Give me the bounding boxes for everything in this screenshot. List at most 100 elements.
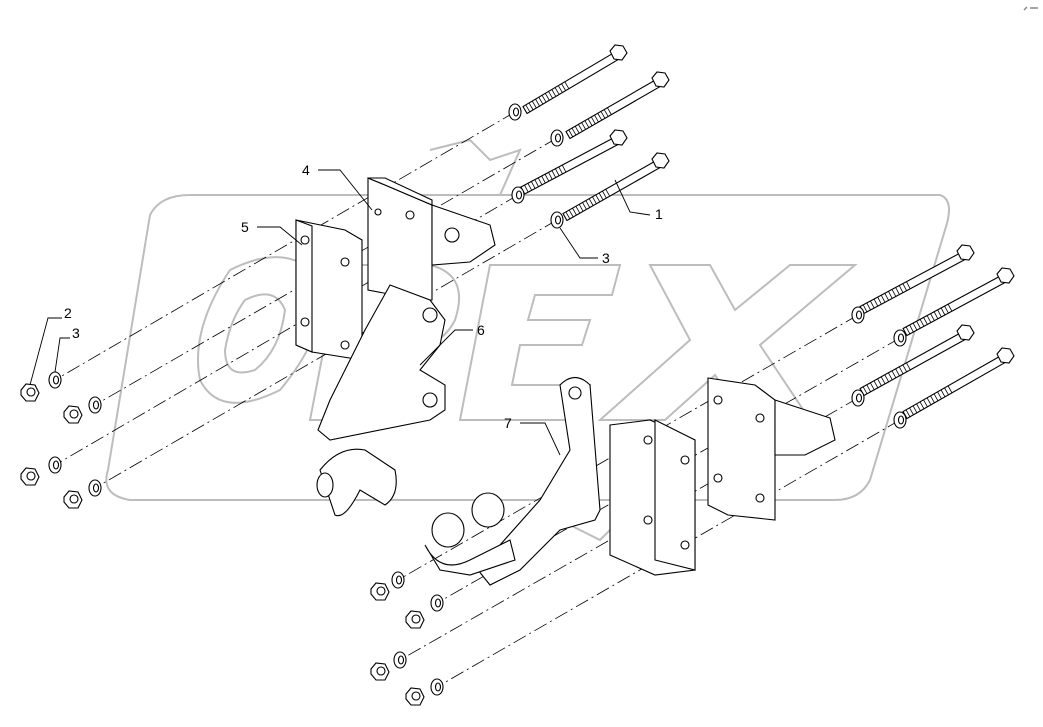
washer-hole [395, 575, 403, 585]
bolt-thread [895, 287, 900, 295]
bolt-thread [590, 116, 596, 125]
bolt-thread [554, 87, 560, 95]
washer-hole [515, 190, 523, 200]
bolt-thread [578, 124, 583, 132]
washer-hole [512, 107, 520, 117]
washer-hole [897, 333, 905, 343]
washer-hole [52, 460, 60, 470]
callouts: 1 3 4 5 6 7 2 3 [29, 162, 663, 456]
bolt-thread [902, 283, 907, 291]
callout-7: 7 [504, 415, 512, 431]
bolt-thread [544, 93, 550, 101]
callout-1: 1 [655, 206, 663, 222]
bolt-thread [561, 164, 567, 173]
nut-hole [26, 387, 36, 397]
bolt-thread [541, 175, 546, 184]
bolt-thread [909, 407, 914, 415]
bolt-thread [930, 395, 935, 403]
callout-4: 4 [302, 162, 310, 178]
nut-hole [411, 691, 421, 701]
washer [893, 329, 907, 347]
bolt-thread [537, 177, 543, 186]
bolt-thread [548, 91, 553, 99]
bolt-thread [898, 366, 904, 375]
washer [851, 306, 865, 324]
bolt-thread [594, 114, 599, 123]
bolt-thread [877, 378, 882, 387]
washer-hole [434, 682, 442, 692]
bolt-thread [926, 315, 932, 323]
washer [893, 411, 907, 429]
callout-3b: 3 [72, 325, 80, 341]
washer [511, 186, 525, 204]
bolt-shank [562, 158, 663, 222]
bolt-thread [535, 98, 540, 107]
bolt-thread [919, 401, 925, 409]
nut [20, 383, 40, 402]
bolt-thread [888, 372, 893, 381]
bolt-thread [919, 319, 925, 327]
bolt-thread [528, 102, 534, 111]
bolt-thread [898, 285, 904, 293]
bolt-thread [555, 168, 560, 176]
bolt-thread [557, 85, 563, 93]
bolt-head [651, 71, 670, 88]
bolt-thread [906, 362, 911, 371]
washer [88, 396, 102, 414]
washer-hole [397, 655, 405, 665]
bracket-6 [316, 284, 446, 517]
callout-5: 5 [241, 219, 249, 235]
bolt-thread [568, 209, 574, 218]
washer-hole [554, 133, 562, 143]
bolt-thread [933, 311, 939, 319]
bolt-thread [947, 303, 953, 312]
bolt-thread [902, 364, 908, 373]
bolt-thread [944, 305, 949, 314]
bolt-thread [541, 95, 547, 103]
bolt-thread [595, 194, 601, 203]
bolt-thread [592, 196, 597, 204]
bolt-thread [905, 409, 911, 417]
bolt-thread [870, 382, 875, 390]
bolt-head [609, 44, 628, 61]
washer-hole [554, 215, 562, 225]
nut-hole [411, 614, 421, 624]
washer [48, 371, 62, 389]
bolt-head [651, 152, 670, 169]
washer [430, 594, 444, 612]
bolt-thread [575, 206, 581, 214]
bolt-head [996, 267, 1015, 284]
bolt-thread [578, 204, 584, 212]
bolt-head [956, 324, 975, 341]
washer [550, 211, 564, 229]
center-line [54, 111, 516, 381]
bolt-thread [923, 399, 928, 407]
bolt-thread [534, 179, 539, 187]
bolt-thread [602, 190, 607, 199]
bolt-thread [574, 126, 580, 134]
right-plates [609, 377, 836, 576]
bolt-thread [598, 192, 604, 201]
bolt-thread [916, 403, 921, 411]
bolt-thread [564, 81, 570, 89]
bolt-thread [923, 317, 928, 325]
washer-hole [92, 483, 100, 493]
bolt-thread [906, 281, 911, 289]
bolt-thread [568, 129, 574, 138]
bolt-thread [581, 122, 586, 130]
center-line [54, 194, 519, 466]
washer [430, 678, 444, 696]
nut-hole [376, 586, 386, 596]
bolt-thread [940, 307, 946, 316]
bolt-thread [909, 324, 914, 333]
bolt-thread [930, 313, 935, 321]
bolt-thread [877, 296, 882, 305]
bolt-thread [862, 304, 868, 313]
bolt-thread [895, 368, 900, 377]
bolt-head [609, 129, 628, 146]
nut [20, 467, 40, 486]
bolt-thread [933, 393, 939, 402]
bolt-thread [531, 100, 537, 109]
bolt-thread [600, 111, 606, 119]
